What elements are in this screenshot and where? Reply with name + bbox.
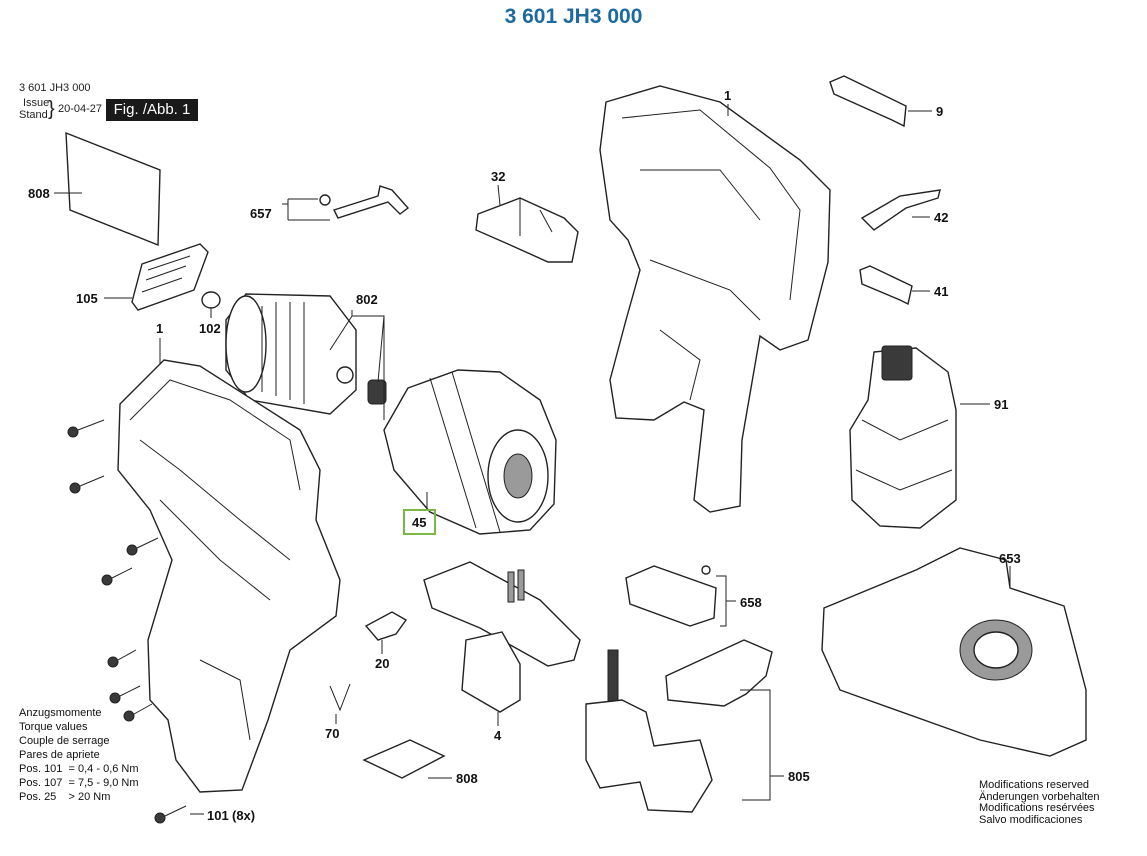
part-808-bottom-label: 808 (456, 771, 478, 786)
part-9-label: 9 (936, 104, 943, 119)
figure-label: Fig. /Abb. 1 (106, 99, 198, 121)
part-91-label: 91 (994, 397, 1008, 412)
part-102-label: 102 (199, 321, 221, 336)
part-1-left-label: 1 (156, 321, 163, 336)
bracket-657 (282, 185, 410, 221)
housing-half-left (117, 338, 341, 793)
motor-802 (225, 293, 387, 420)
issue-date: 20-04-27 (58, 103, 103, 115)
part-42-label: 42 (934, 210, 948, 225)
label-sheet-bottom (362, 739, 452, 779)
gearbox-45 (383, 369, 557, 535)
switch-32 (475, 184, 579, 263)
modifications-line: Änderungen vorbehalten (979, 790, 1100, 803)
part-70-label: 70 (325, 726, 339, 741)
part-101-label: 101 (207, 808, 229, 823)
part-41-label: 41 (934, 284, 948, 299)
part-45-label: 45 (412, 515, 426, 530)
part-4-label: 4 (494, 728, 502, 743)
housing-half-right (599, 85, 831, 513)
spring-70 (329, 683, 351, 724)
torque-line: Pos. 101 = 0,4 - 0,6 Nm (19, 763, 139, 775)
label-42 (860, 189, 941, 231)
torque-line: Pos. 25 > 20 Nm (19, 791, 111, 803)
modifications-line: Modifications resérvées (979, 802, 1095, 814)
torque-line: Anzugsmomente (19, 707, 102, 719)
label-sheet-top (54, 131, 161, 247)
clip-20 (364, 611, 408, 654)
part-653-label: 653 (999, 551, 1021, 566)
module-658 (625, 565, 736, 627)
part-101-qty: (8x) (232, 808, 255, 823)
part-20-label: 20 (375, 656, 389, 671)
page-title: 3 601 JH3 000 (504, 5, 643, 28)
modifications-line: Modifications reserved (979, 779, 1090, 791)
part-32-label: 32 (491, 169, 505, 184)
torque-values-note: Anzugsmomente Torque values Couple de se… (19, 706, 139, 804)
torque-line: Pos. 107 = 7,5 - 9,0 Nm (19, 777, 139, 789)
modifications-reserved-note: Modifications reserved Änderungen vorbeh… (979, 779, 1100, 826)
doc-number: 3 601 JH3 000 (19, 82, 91, 94)
screws-101 (67, 419, 204, 824)
cap-102 (201, 291, 221, 318)
switch-module-805 (585, 639, 784, 813)
brace: } (48, 98, 55, 120)
nameplate-105 (104, 243, 209, 311)
label-41 (859, 265, 930, 306)
label-strip-9 (829, 75, 932, 128)
part-45-highlight-box (403, 509, 436, 535)
torque-line: Pares de apriete (19, 749, 100, 761)
part-802-label: 802 (356, 292, 378, 307)
stand-label: Stand (19, 109, 48, 121)
part-658-label: 658 (740, 595, 762, 610)
charger-653 (821, 547, 1087, 757)
part-1-right-label: 1 (724, 88, 731, 103)
torque-line: Couple de serrage (19, 735, 110, 747)
torque-line: Torque values (19, 721, 88, 733)
modifications-line: Salvo modificaciones (979, 813, 1083, 826)
battery-91 (849, 345, 990, 529)
part-657-label: 657 (250, 206, 272, 221)
part-105-label: 105 (76, 291, 98, 306)
issue-label: Issue (23, 97, 50, 109)
part-805-label: 805 (788, 769, 810, 784)
part-808-top-label: 808 (28, 186, 50, 201)
electronics-4 (423, 561, 581, 726)
